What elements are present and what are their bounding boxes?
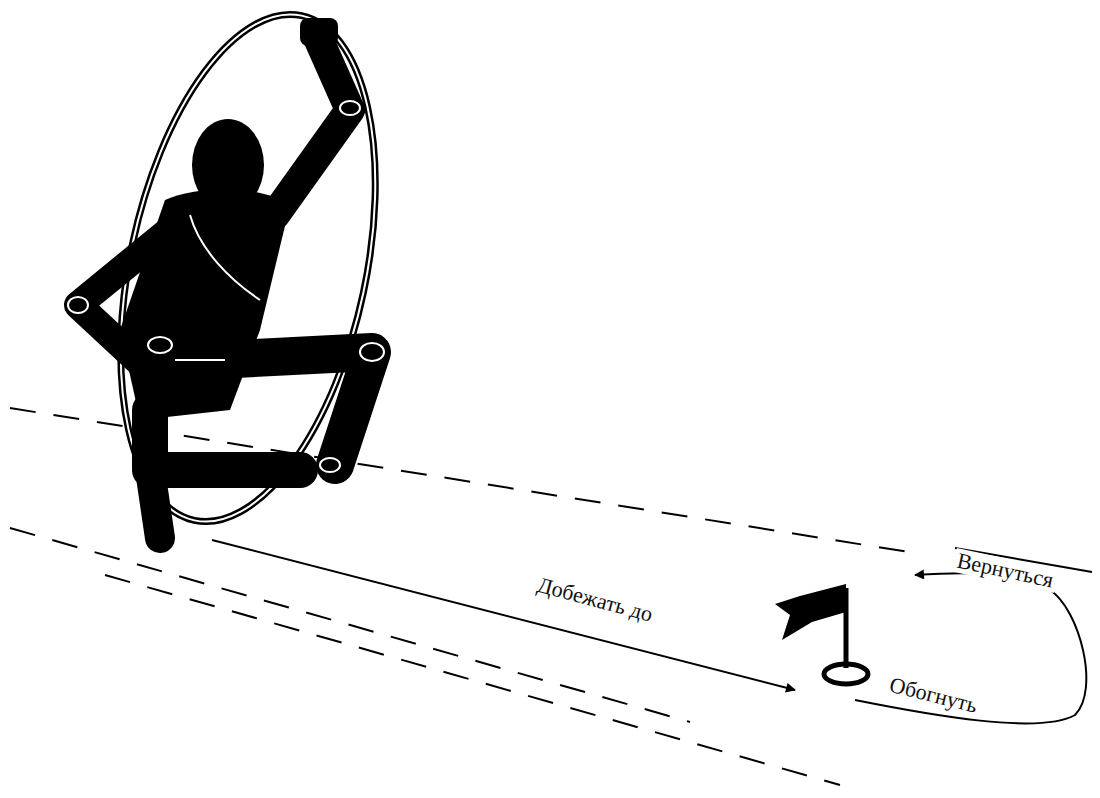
figure-in-hoop xyxy=(68,0,417,545)
instruction-label: Вернуться xyxy=(952,548,1059,593)
flag xyxy=(775,584,868,684)
lane-lines xyxy=(10,408,915,785)
instruction-label: Обогнуть xyxy=(884,672,983,719)
run-arrow xyxy=(212,540,795,690)
return-arrow xyxy=(855,573,1086,723)
instruction-label: Добежать до xyxy=(532,572,658,628)
